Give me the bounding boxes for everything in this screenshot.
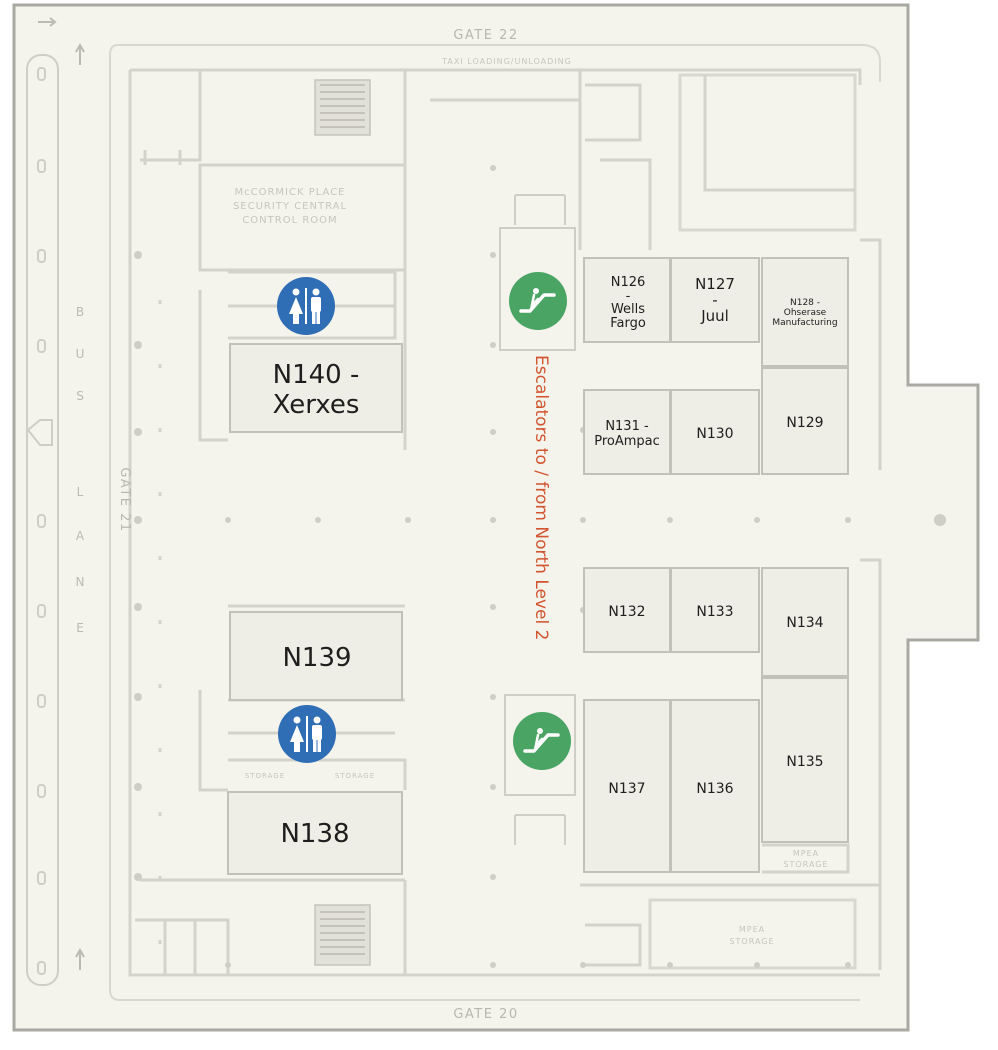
- booth-n138-label: N138: [280, 819, 349, 849]
- booth-n136-label: N136: [696, 781, 733, 797]
- mpea-storage-1-line-2: STORAGE: [783, 860, 828, 869]
- bus-letter-s: S: [76, 389, 84, 403]
- booth-n127-label-2: -: [712, 291, 717, 309]
- booth-n135[interactable]: [761, 677, 849, 843]
- stairs: [314, 79, 371, 966]
- booth-n128-label-1: N128 -: [790, 298, 820, 308]
- bus-letter-e: E: [76, 621, 84, 635]
- booth-n126-label-4: Fargo: [610, 316, 646, 331]
- bus-letter-u: U: [76, 347, 85, 361]
- bus-letter-b: B: [76, 305, 84, 319]
- booth-n134-label: N134: [786, 615, 823, 631]
- bus-lane: [26, 17, 85, 986]
- interior-walls: [128, 68, 882, 980]
- control-room-line-3: CONTROL ROOM: [242, 215, 337, 226]
- escalator-icon[interactable]: [513, 712, 571, 770]
- control-room-line-1: McCORMICK PLACE: [234, 187, 345, 198]
- booth-n127-label-3: Juul: [700, 307, 729, 325]
- booth-n140-label-1: N140 -: [273, 360, 360, 390]
- booth-n126-label-3: Wells: [611, 302, 645, 317]
- booth-n130-label: N130: [696, 426, 733, 442]
- booth-n139[interactable]: [229, 611, 403, 701]
- booth-n135-label: N135: [786, 754, 823, 770]
- booth-n126-label-2: -: [626, 289, 631, 304]
- booth-n131-label-1: N131 -: [605, 419, 649, 434]
- booth-n139-label: N139: [282, 643, 351, 673]
- booths: [227, 257, 849, 875]
- mpea-storage-2-line-1: MPEA: [739, 925, 765, 934]
- mpea-storage-2-line-2: STORAGE: [729, 937, 774, 946]
- control-room-line-2: SECURITY CENTRAL: [233, 201, 347, 212]
- booth-n132-label: N132: [608, 604, 645, 620]
- booth-n131[interactable]: [583, 389, 671, 475]
- booth-n127[interactable]: [670, 257, 760, 343]
- booth-n129[interactable]: [761, 367, 849, 475]
- booth-n136[interactable]: [670, 699, 760, 873]
- booth-n138[interactable]: [227, 791, 403, 875]
- escalator-wells: [499, 194, 576, 845]
- booth-n134[interactable]: [761, 567, 849, 677]
- taxi-loading-label: TAXI LOADING/UNLOADING: [441, 57, 572, 66]
- booth-n133[interactable]: [670, 567, 760, 653]
- gate-20-label: GATE 20: [453, 1007, 518, 1022]
- column-dots: [134, 165, 946, 968]
- booth-n128[interactable]: [761, 257, 849, 367]
- booth-n127-label-1: N127: [695, 275, 735, 293]
- booth-n140-label-2: Xerxes: [273, 390, 360, 420]
- gate-21-label: GATE 21: [117, 467, 132, 532]
- mpea-storage-1-line-1: MPEA: [793, 849, 819, 858]
- booth-n126-label-1: N126: [611, 275, 646, 290]
- storage-label-b: STORAGE: [335, 772, 375, 780]
- booth-n131-label-2: ProAmpac: [594, 434, 660, 449]
- gate-22-label: GATE 22: [453, 28, 518, 43]
- booth-n133-label: N133: [696, 604, 733, 620]
- booth-n126[interactable]: [583, 257, 671, 343]
- booth-n128-label-3: Manufacturing: [772, 318, 837, 328]
- bus-lane-letters: B U S L A N E: [76, 305, 85, 635]
- booth-n129-label: N129: [786, 415, 823, 431]
- booth-n140[interactable]: [229, 343, 403, 433]
- booth-n130[interactable]: [670, 389, 760, 475]
- bus-letter-l: L: [77, 485, 84, 499]
- restroom-icon[interactable]: [277, 277, 335, 335]
- storage-label-a: STORAGE: [245, 772, 285, 780]
- restroom-icon[interactable]: [278, 705, 336, 763]
- booth-n128-label-2: Ohserase: [784, 308, 827, 318]
- escalator-label: Escalators to / from North Level 2: [531, 355, 551, 640]
- booth-n137[interactable]: [583, 699, 671, 873]
- booth-n137-label: N137: [608, 781, 645, 797]
- escalator-icon[interactable]: [509, 272, 567, 330]
- bus-letter-n: N: [76, 575, 85, 589]
- bus-letter-a: A: [76, 529, 85, 543]
